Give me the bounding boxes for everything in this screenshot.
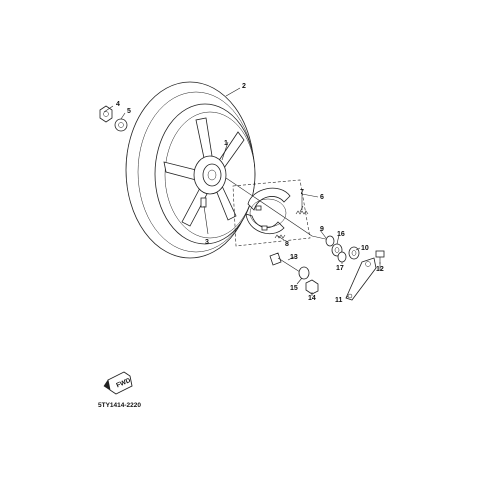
callout-17: 17 [336,265,344,272]
brake-cam-lever [345,257,377,301]
brake-shoe-kit-outline [232,179,311,247]
callout-14: 14 [308,295,316,302]
wear-indicator [337,251,347,263]
callout-7: 7 [300,189,304,196]
brake-shoe-lower [245,213,285,234]
fwd-arrow-icon: FWD [103,371,133,395]
valve-stem [200,197,207,208]
callout-5: 5 [127,108,131,115]
axle-bolt [269,252,301,273]
callout-8: 8 [285,241,289,248]
drawing-code: 5TY1414-2220 [98,402,141,409]
rim-inner [164,111,256,239]
hub-center [207,169,217,181]
callout-12: 12 [376,266,384,273]
callout-11: 11 [335,297,343,304]
callout-13: 13 [290,254,298,261]
spring-upper [295,210,309,215]
brake-shoe-set [245,187,291,234]
axle-nut-washer [99,105,128,132]
plate-washer [348,246,360,260]
callout-4: 4 [116,101,120,108]
axle-centerline [225,177,313,237]
callout-10: 10 [361,245,369,252]
callout-9: 9 [320,226,324,233]
callout-16: 16 [337,231,345,238]
washer [114,118,128,132]
brake-shoe-upper [247,187,291,211]
leader-lines [103,87,381,299]
callout-labels: 1 2 3 4 5 6 7 8 9 10 11 12 13 14 15 16 1… [116,83,384,304]
callout-2: 2 [242,83,246,90]
axle-nut [99,105,113,123]
callout-3: 3 [205,239,209,246]
collar [298,266,310,280]
callout-1: 1 [224,140,228,147]
brake-camshaft [225,177,335,247]
axle-nut-rear [305,279,319,295]
callout-6: 6 [320,194,324,201]
rear-wheel-assembly [125,81,256,259]
callout-15: 15 [290,285,298,292]
spring-lower [274,234,286,239]
hub-inner [202,163,222,187]
